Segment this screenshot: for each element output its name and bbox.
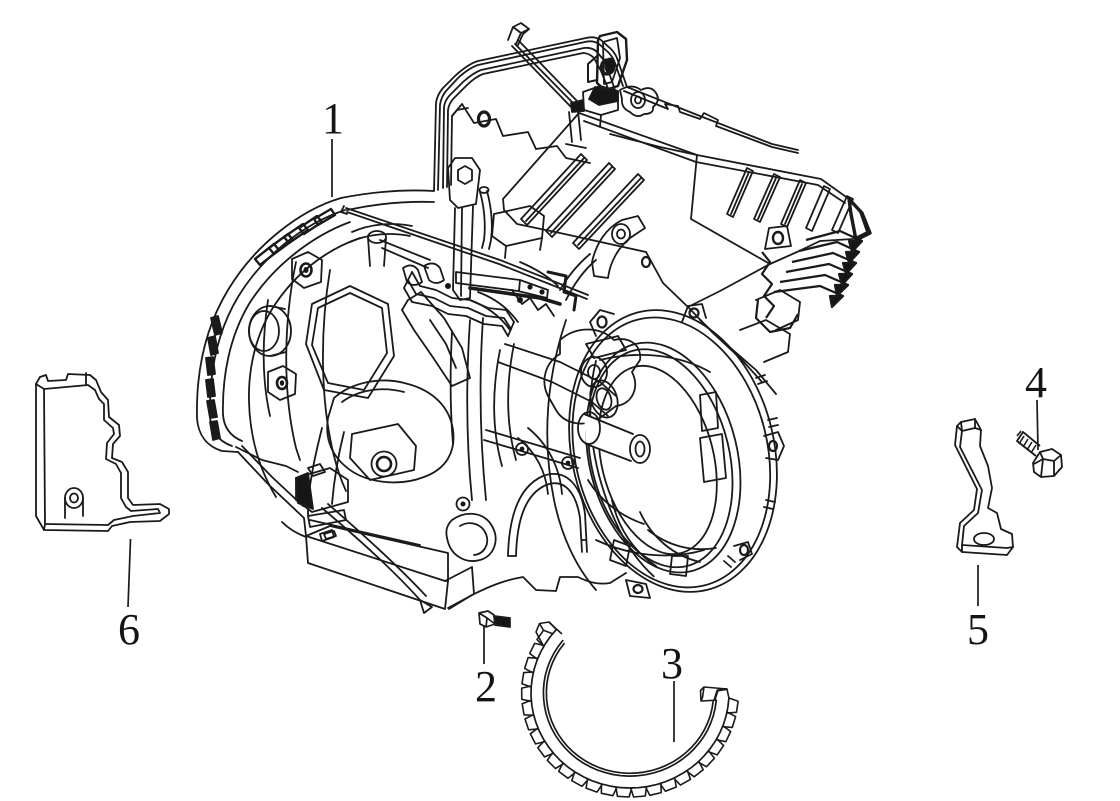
svg-text:2: 2: [475, 662, 497, 711]
svg-text:5: 5: [967, 605, 989, 654]
svg-text:3: 3: [661, 639, 683, 688]
svg-text:6: 6: [118, 605, 140, 654]
svg-text:4: 4: [1025, 358, 1047, 407]
svg-text:1: 1: [322, 94, 344, 143]
